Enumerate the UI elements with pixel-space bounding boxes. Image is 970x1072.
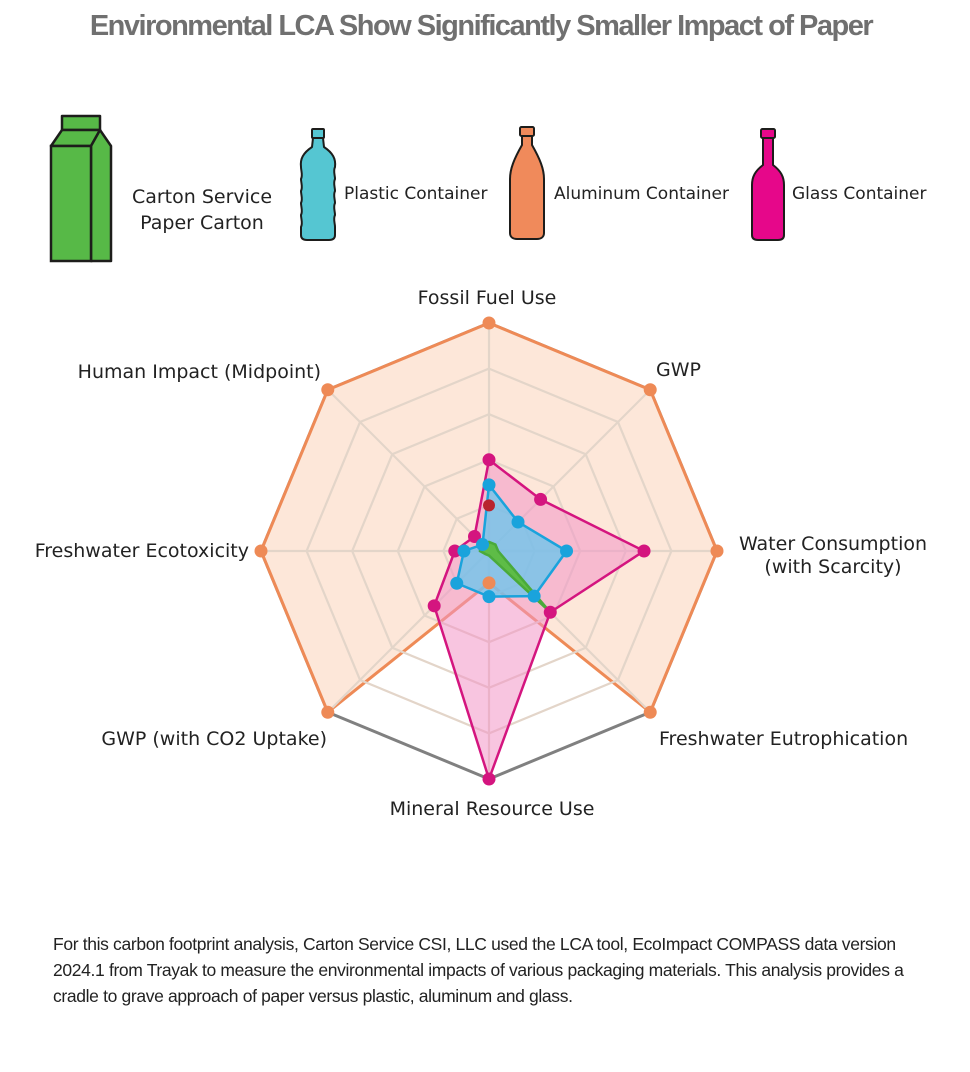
axis-label-line: Fossil Fuel Use	[418, 287, 557, 309]
axis-label-line: (with Scarcity)	[764, 556, 901, 578]
legend-label-plastic: Plastic Container	[344, 184, 488, 204]
marker-glass-container	[448, 544, 462, 558]
marker-plastic-container	[476, 538, 490, 552]
axis-label-freshwater-ecotoxicity: Freshwater Ecotoxicity	[35, 540, 249, 562]
axis-label-line: Freshwater Ecotoxicity	[35, 540, 249, 562]
axis-label-line: Water Consumption	[739, 533, 927, 555]
marker-aluminum-container	[482, 576, 496, 590]
marker-extra	[483, 499, 495, 512]
glass-bottle-icon	[751, 128, 785, 241]
marker-glass-container	[637, 544, 651, 558]
marker-aluminum-container	[321, 705, 335, 719]
footnote: For this carbon footprint analysis, Cart…	[53, 934, 904, 1006]
legend-label-aluminum: Aluminum Container	[554, 184, 729, 204]
legend-label-glass: Glass Container	[792, 184, 927, 204]
axis-label-fossil-fuel-use: Fossil Fuel Use	[418, 287, 557, 309]
marker-glass-container	[482, 453, 496, 467]
marker-aluminum-container	[643, 383, 657, 397]
marker-aluminum-container	[482, 316, 496, 330]
marker-plastic-container	[560, 544, 574, 558]
marker-plastic-container	[482, 478, 496, 492]
marker-aluminum-container	[643, 705, 657, 719]
axis-label-line: Human Impact (Midpoint)	[78, 361, 321, 383]
marker-glass-container	[427, 599, 441, 613]
marker-plastic-container	[457, 544, 471, 558]
marker-glass-container	[534, 492, 548, 506]
axis-label-line: GWP (with CO2 Uptake)	[101, 728, 327, 750]
marker-glass-container	[482, 772, 496, 786]
axis-label-gwp: GWP	[656, 359, 701, 381]
axis-label-water-consumption-with-scarcity: Water Consumption(with Scarcity)	[739, 533, 927, 578]
axis-label-line: Mineral Resource Use	[390, 798, 595, 820]
legend-label-paper-carton: Carton Service Paper Carton	[122, 184, 282, 236]
axis-label-gwp-with-co2-uptake: GWP (with CO2 Uptake)	[101, 728, 327, 750]
legend-label-line: Carton Service	[131, 186, 273, 208]
axis-label-human-impact-midpoint: Human Impact (Midpoint)	[78, 361, 321, 383]
axis-label-mineral-resource-use: Mineral Resource Use	[390, 798, 595, 820]
marker-plastic-container	[527, 589, 541, 603]
marker-aluminum-container	[254, 544, 268, 558]
paper-carton-icon	[49, 114, 113, 263]
marker-aluminum-container	[710, 544, 724, 558]
axis-label-line: GWP	[656, 359, 701, 381]
aluminum-bottle-icon	[509, 126, 545, 240]
marker-glass-container	[543, 605, 557, 619]
marker-plastic-container	[511, 515, 525, 529]
marker-aluminum-container	[321, 383, 335, 397]
legend-label-line: Paper Carton	[140, 212, 264, 234]
axis-label-freshwater-eutrophication: Freshwater Eutrophication	[659, 728, 908, 750]
chart-title: Environmental LCA Show Significantly Sma…	[89, 10, 874, 42]
grid-spoke	[327, 389, 490, 552]
marker-plastic-container	[450, 576, 464, 590]
marker-glass-container	[467, 529, 481, 543]
axis-label-line: Freshwater Eutrophication	[659, 728, 908, 750]
plastic-bottle-icon	[299, 128, 337, 241]
radar-markers	[254, 316, 724, 786]
marker-plastic-container	[482, 590, 496, 604]
